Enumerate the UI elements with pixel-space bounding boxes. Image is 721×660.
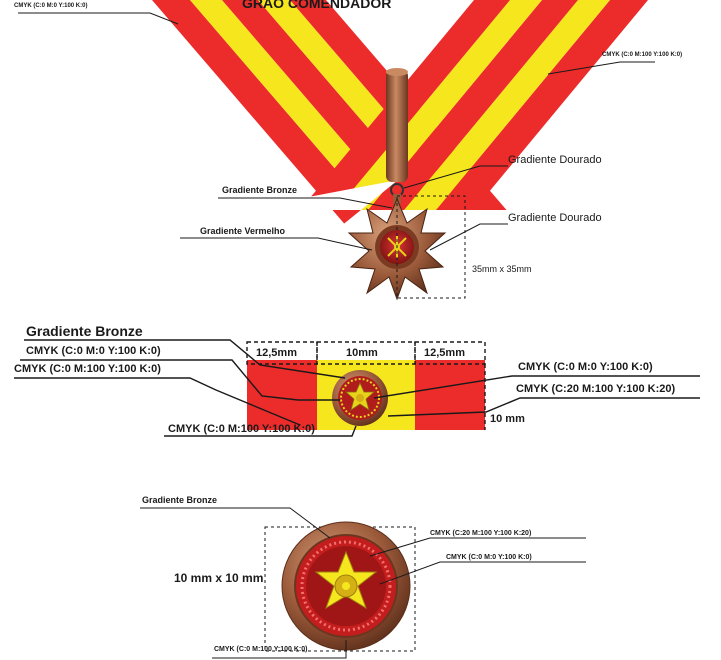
dim-left: 12,5mm xyxy=(256,347,297,359)
suspension-rod xyxy=(386,70,408,182)
label-gradiente-bronze-bar: Gradiente Bronze xyxy=(26,323,143,339)
page-title: GRÃO COMENDADOR xyxy=(242,0,392,11)
label-cmyk-dark-red-bar-right: CMYK (C:20 M:100 Y:100 K:20) xyxy=(516,383,676,395)
label-gradiente-bronze-rosette: Gradiente Bronze xyxy=(142,495,218,505)
label-size-top: 35mm x 35mm xyxy=(472,264,532,274)
label-gradiente-dourado-2: Gradiente Dourado xyxy=(508,212,602,224)
label-cmyk-yellow-bar-right: CMYK (C:0 M:0 Y:100 K:0) xyxy=(518,361,653,373)
dim-right: 12,5mm xyxy=(424,347,465,359)
label-rosette-size: 10 mm x 10 mm xyxy=(174,571,264,585)
bar-rosette xyxy=(332,370,388,426)
medal-star xyxy=(347,197,447,301)
label-cmyk-red-bar-bottom: CMYK (C:0 M:100 Y:100 K:0) xyxy=(168,423,315,435)
leaders-bar xyxy=(14,339,700,437)
large-rosette xyxy=(281,521,411,651)
leaders-top xyxy=(18,12,655,251)
leaders-rosette xyxy=(140,507,586,659)
label-cmyk-yellow-top: CMYK (C:0 M:0 Y:100 K:0) xyxy=(14,3,88,9)
label-gradiente-dourado-1: Gradiente Dourado xyxy=(508,154,602,166)
label-cmyk-red-top: CMYK (C:0 M:100 Y:100 K:0) xyxy=(602,52,683,58)
dim-center: 10mm xyxy=(346,347,378,359)
label-cmyk-dark-red-rosette: CMYK (C:20 M:100 Y:100 K:20) xyxy=(430,530,532,537)
dim-height: 10 mm xyxy=(490,413,525,425)
label-cmyk-yellow-bar-left: CMYK (C:0 M:0 Y:100 K:0) xyxy=(26,345,161,357)
label-gradiente-bronze-top: Gradiente Bronze xyxy=(222,185,298,195)
label-gradiente-vermelho: Gradiente Vermelho xyxy=(200,226,286,236)
label-cmyk-red-bar-left: CMYK (C:0 M:100 Y:100 K:0) xyxy=(14,363,161,375)
label-cmyk-red-rosette: CMYK (C:0 M:100 Y:100 K:0) xyxy=(214,646,308,653)
label-cmyk-yellow-rosette: CMYK (C:0 M:0 Y:100 K:0) xyxy=(446,554,532,561)
bar-dimensions xyxy=(246,341,486,430)
